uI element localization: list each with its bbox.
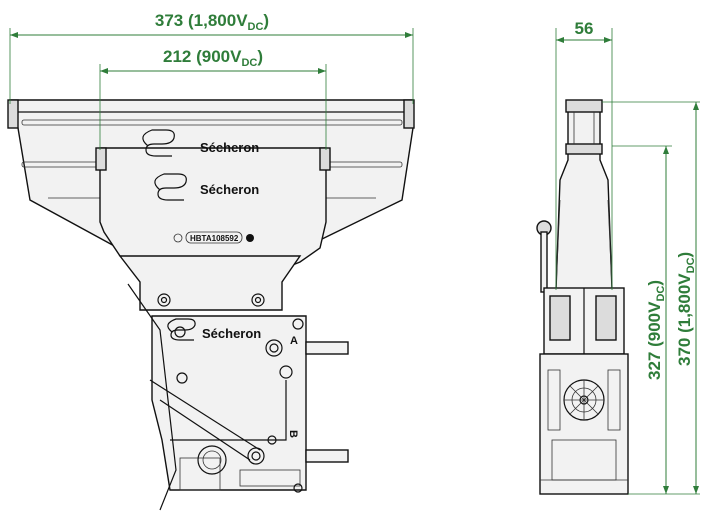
dim-text-370: 370 (1,800VDC) [675, 252, 697, 366]
arc-chute-narrow [99, 147, 327, 271]
dim-text-373: 373 (1,800VDC) [155, 11, 269, 33]
brand-logo-middle: Sécheron [154, 173, 259, 201]
terminal-b-label: B [287, 430, 299, 438]
terminal-a-label: A [290, 335, 298, 347]
dim-text-212: 212 (900VDC) [163, 47, 263, 69]
dim-text-56: 56 [575, 19, 594, 38]
terminal-a-bar [305, 341, 349, 355]
terminal-b-bar [305, 449, 349, 463]
brand-text-frame: Sécheron [202, 326, 261, 341]
brand-text-top: Sécheron [200, 140, 259, 155]
serial-text: HBTA108592 [190, 234, 239, 243]
serial-plate: HBTA108592 [173, 231, 254, 244]
breaker-frame [151, 315, 307, 491]
front-view: Sécheron Sécheron HBTA108592 S [7, 99, 415, 511]
side-chute [555, 103, 613, 291]
side-base [539, 353, 629, 495]
side-view [536, 99, 629, 495]
dimension-lines [9, 28, 700, 495]
brand-logo-top: Sécheron [142, 129, 259, 157]
dim-text-327: 327 (900VDC) [645, 280, 667, 380]
bolt-right-icon [251, 293, 265, 307]
chute-neck [118, 255, 302, 311]
bolt-left-icon [157, 293, 171, 307]
brand-text-middle: Sécheron [200, 182, 259, 197]
brand-logo-frame: Sécheron [167, 318, 261, 341]
